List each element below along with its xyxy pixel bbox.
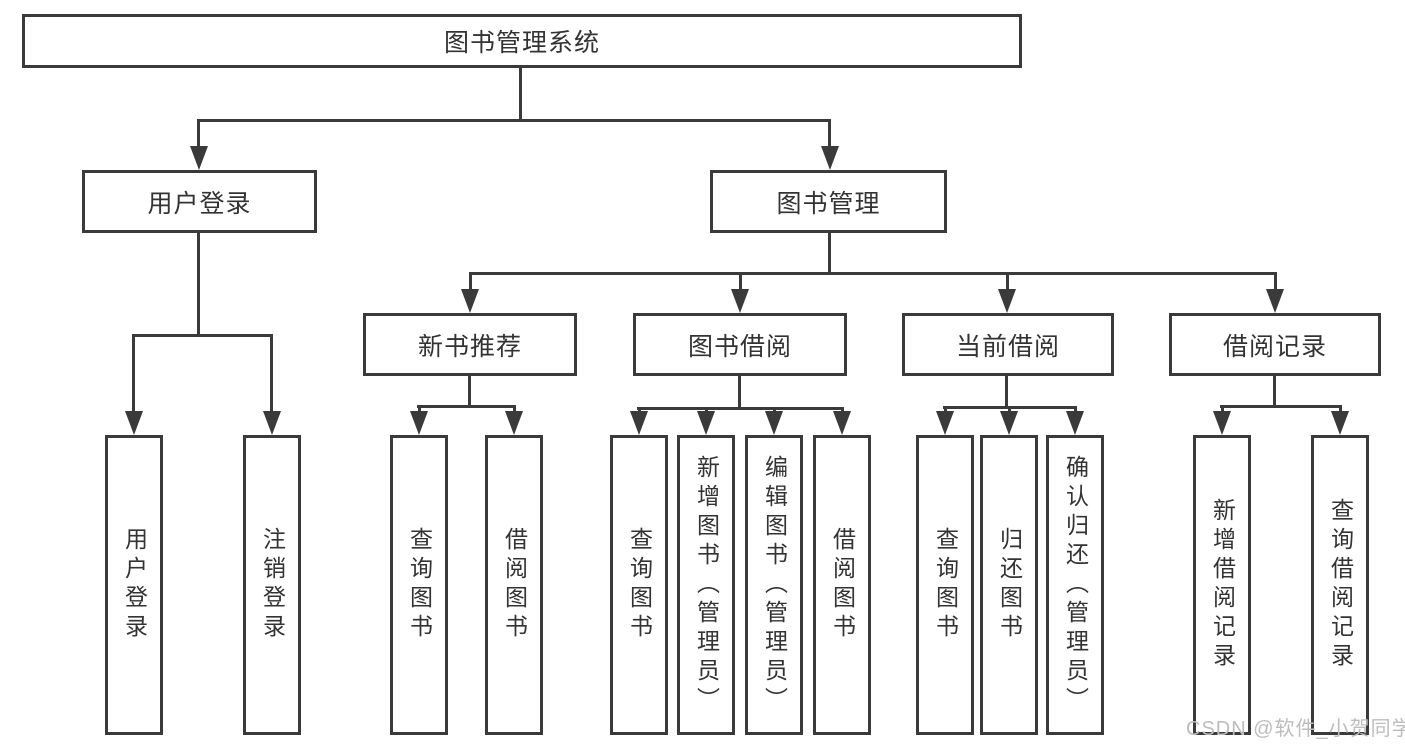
leaf-label: 查询借阅记录: [1327, 498, 1354, 672]
arrowhead-down: [1266, 289, 1284, 313]
arrowhead-down: [461, 289, 479, 313]
node-edit-book-admin: 编辑图书（管理员）: [745, 435, 803, 735]
line-segment: [1006, 272, 1009, 292]
line-segment: [417, 405, 516, 408]
line-segment: [468, 376, 471, 407]
line-segment: [519, 68, 522, 120]
leaf-label: 新增借阅记录: [1209, 498, 1236, 672]
leaf-label: 新增图书（管理员）: [693, 454, 720, 716]
arrowhead-down: [998, 289, 1016, 313]
line-segment: [1074, 406, 1077, 414]
arrowhead-down: [410, 411, 428, 435]
line-segment: [197, 119, 831, 122]
node-query-books-under-current: 查询图书: [916, 435, 974, 735]
arrowhead-down: [1331, 411, 1349, 435]
arrowhead-down: [1000, 411, 1018, 435]
line-segment: [1273, 376, 1276, 407]
leaf-label: 借阅图书: [501, 527, 528, 643]
line-segment: [1220, 405, 1341, 408]
leaf-label: 确认归还（管理员）: [1062, 454, 1089, 716]
node-user-login-leaf: 用户登录: [105, 435, 163, 735]
node-query-borrow-record: 查询借阅记录: [1311, 435, 1369, 735]
node-logout-leaf: 注销登录: [243, 435, 301, 735]
node-library-management-system: 图书管理系统: [22, 14, 1022, 68]
line-segment: [469, 272, 1277, 275]
line-segment: [418, 405, 421, 414]
node-add-borrow-record: 新增借阅记录: [1193, 435, 1251, 735]
arrowhead-down: [1066, 411, 1084, 435]
node-confirm-return-admin: 确认归还（管理员）: [1046, 435, 1104, 735]
line-segment: [132, 334, 273, 337]
node-query-books-under-borrowing: 查询图书: [610, 435, 668, 735]
node-user-login: 用户登录: [82, 170, 317, 233]
arrowhead-down: [821, 146, 839, 170]
line-segment: [469, 272, 472, 292]
line-segment: [197, 119, 200, 147]
node-borrow-books-under-borrowing: 借阅图书: [813, 435, 871, 735]
line-segment: [1005, 376, 1008, 408]
leaf-label: 用户登录: [121, 527, 148, 643]
line-segment: [828, 233, 831, 274]
line-segment: [1339, 405, 1342, 414]
node-return-books: 归还图书: [980, 435, 1038, 735]
arrowhead-down: [833, 411, 851, 435]
line-segment: [197, 233, 200, 335]
line-segment: [1008, 406, 1011, 414]
line-segment: [637, 407, 844, 410]
node-book-management: 图书管理: [710, 170, 947, 233]
line-segment: [738, 376, 741, 409]
node-add-book-admin: 新增图书（管理员）: [677, 435, 735, 735]
node-borrow-books-under-recommendation: 借阅图书: [485, 435, 543, 735]
arrowhead-down: [936, 411, 954, 435]
line-segment: [1274, 272, 1277, 292]
arrowhead-down: [263, 411, 281, 435]
arrowhead-down: [125, 411, 143, 435]
arrowhead-down: [697, 411, 715, 435]
arrowhead-down: [1213, 411, 1231, 435]
leaf-label: 借阅图书: [829, 527, 856, 643]
line-segment: [739, 272, 742, 292]
leaf-label: 查询图书: [626, 527, 653, 643]
csdn-watermark: CSDN @软件_小贺同学: [1186, 718, 1405, 740]
node-new-book-recommendation: 新书推荐: [363, 313, 577, 376]
arrowhead-down: [765, 411, 783, 435]
arrowhead-down: [505, 411, 523, 435]
arrowhead-down: [190, 146, 208, 170]
line-segment: [828, 119, 831, 147]
line-segment: [513, 405, 516, 414]
line-segment: [132, 334, 135, 412]
arrowhead-down: [630, 411, 648, 435]
node-borrowing-records: 借阅记录: [1169, 313, 1381, 376]
leaf-label: 编辑图书（管理员）: [761, 454, 788, 716]
leaf-label: 注销登录: [259, 527, 286, 643]
leaf-label: 查询图书: [932, 527, 959, 643]
leaf-label: 归还图书: [996, 527, 1023, 643]
line-segment: [944, 406, 947, 414]
leaf-label: 查询图书: [406, 527, 433, 643]
node-current-borrowing: 当前借阅: [902, 313, 1114, 376]
line-segment: [1221, 405, 1224, 414]
arrowhead-down: [731, 289, 749, 313]
line-segment: [270, 334, 273, 412]
node-book-borrowing: 图书借阅: [633, 313, 847, 376]
node-query-books-under-recommendation: 查询图书: [390, 435, 448, 735]
